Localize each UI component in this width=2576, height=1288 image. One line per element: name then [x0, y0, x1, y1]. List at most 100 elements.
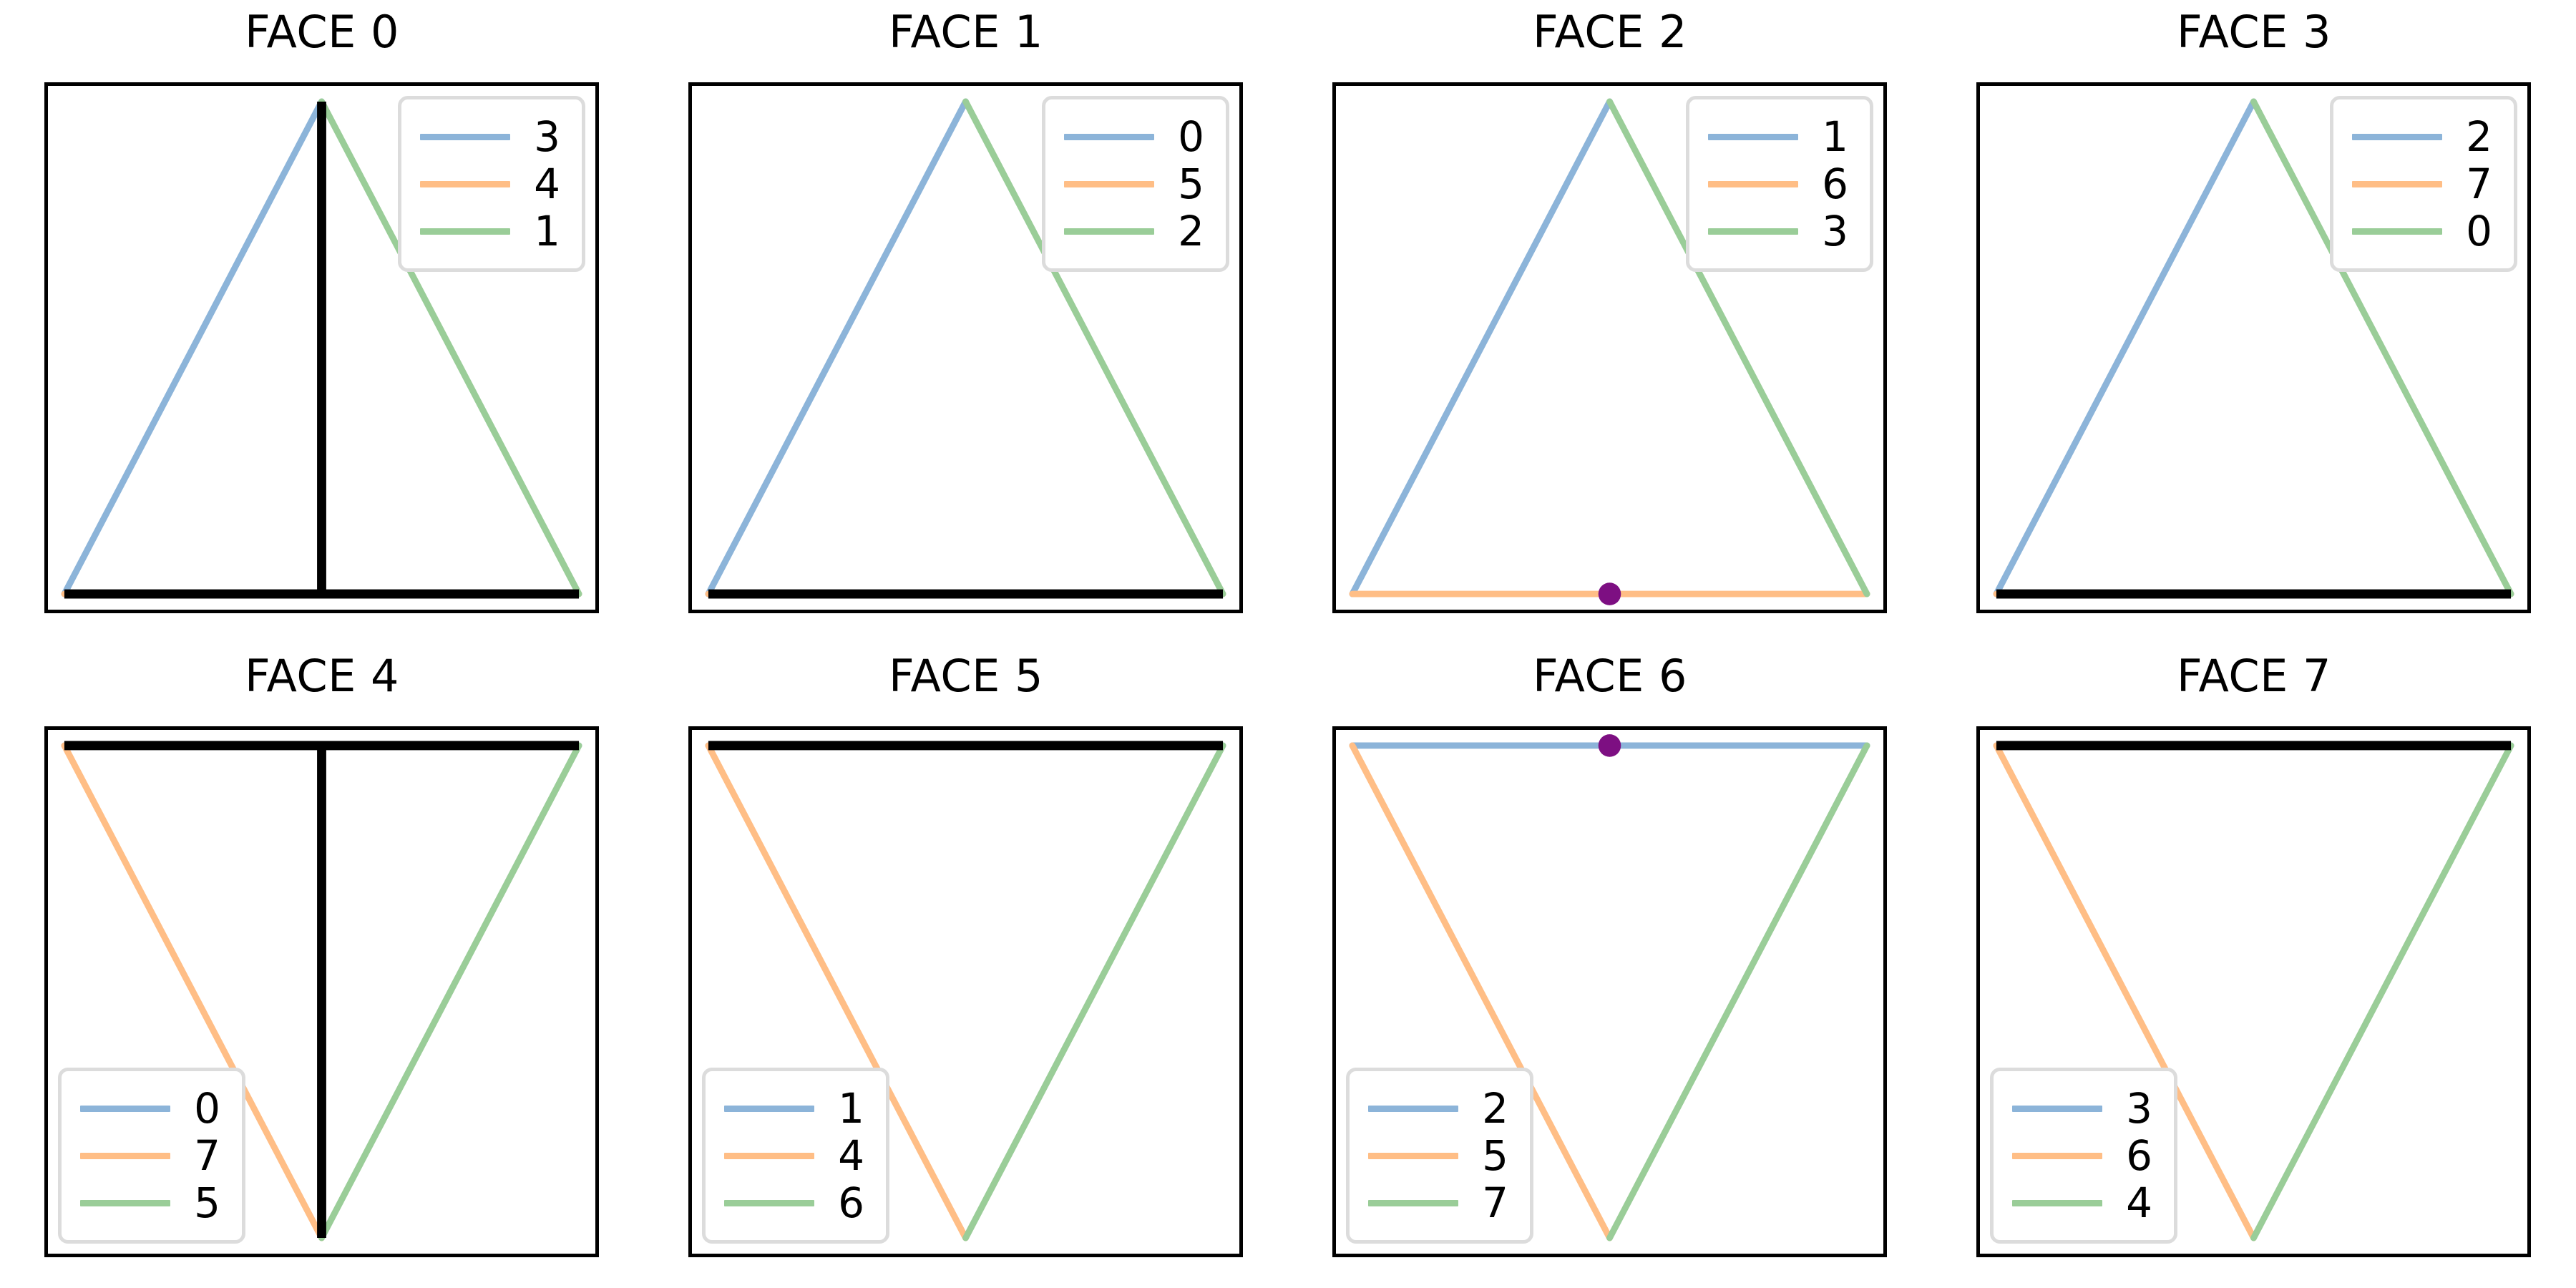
legend-entry[interactable]: 7: [1368, 1181, 1511, 1224]
legend-entry[interactable]: 4: [724, 1134, 867, 1177]
legend-entry[interactable]: 5: [1064, 162, 1207, 205]
panel-title-1: FACE 1: [889, 6, 1043, 58]
legend-entry-label: 5: [1178, 160, 1204, 208]
legend-entry[interactable]: 6: [1708, 162, 1851, 205]
legend-color-swatch-icon: [420, 133, 510, 140]
legend-entry-label: 2: [1482, 1084, 1508, 1133]
panel-title-3: FACE 3: [2177, 6, 2331, 58]
legend-entry-label: 4: [534, 160, 560, 208]
panel-title-0: FACE 0: [245, 6, 399, 58]
triangle-plot-5: [705, 741, 1226, 1241]
legend-entry[interactable]: 6: [2012, 1134, 2155, 1177]
legend-color-swatch-icon: [2012, 1152, 2102, 1159]
legend-entry[interactable]: 2: [2352, 115, 2495, 158]
triangle-plot-4: [61, 741, 582, 1241]
triangle-plot-0: [61, 98, 582, 599]
legend-color-swatch-icon: [1708, 180, 1798, 187]
legend-color-swatch-icon: [1368, 1105, 1458, 1112]
legend-color-swatch-icon: [80, 1199, 170, 1206]
legend-entry[interactable]: 2: [1368, 1087, 1511, 1130]
legend-entry[interactable]: 7: [80, 1134, 223, 1177]
midpoint-marker-dot: [1598, 734, 1621, 757]
triangle-plot-1: [705, 98, 1226, 599]
legend-entry-label: 0: [2466, 207, 2492, 255]
legend-entry[interactable]: 0: [1064, 115, 1207, 158]
edge-line-3: [1606, 98, 1870, 597]
legend-color-swatch-icon: [1064, 133, 1154, 140]
legend-entry-label: 3: [1822, 207, 1848, 255]
legend-entry[interactable]: 5: [1368, 1134, 1511, 1177]
legend-color-swatch-icon: [2012, 1105, 2102, 1112]
panel-title-4: FACE 4: [245, 650, 399, 702]
legend-entry[interactable]: 6: [724, 1181, 867, 1224]
legend-color-swatch-icon: [1708, 133, 1798, 140]
legend-entry-label: 3: [534, 112, 560, 161]
edge-line-5: [318, 742, 582, 1241]
edge-line-1: [1349, 98, 1613, 597]
legend-color-swatch-icon: [2352, 133, 2442, 140]
panel-title-5: FACE 5: [889, 650, 1043, 702]
legend-entry-label: 0: [194, 1084, 220, 1133]
legend-color-swatch-icon: [80, 1152, 170, 1159]
triangle-plot-3: [1993, 98, 2514, 599]
edge-line-2: [962, 98, 1226, 597]
panel-title-7: FACE 7: [2177, 650, 2331, 702]
legend-entry[interactable]: 1: [724, 1087, 867, 1130]
legend-entry-label: 0: [1178, 112, 1204, 161]
legend-entry[interactable]: 7: [2352, 162, 2495, 205]
legend-entry-label: 6: [1822, 160, 1848, 208]
edge-line-4: [705, 742, 969, 1241]
panel-title-6: FACE 6: [1533, 650, 1687, 702]
legend-color-swatch-icon: [1368, 1152, 1458, 1159]
edge-line-2: [1993, 98, 2257, 597]
legend-entry[interactable]: 3: [420, 115, 563, 158]
legend-entry[interactable]: 1: [1708, 115, 1851, 158]
legend-entry[interactable]: 4: [2012, 1181, 2155, 1224]
legend-color-swatch-icon: [420, 180, 510, 187]
legend-color-swatch-icon: [724, 1105, 814, 1112]
triangle-plot-2: [1349, 98, 1870, 605]
legend-color-swatch-icon: [724, 1199, 814, 1206]
legend-color-swatch-icon: [80, 1105, 170, 1112]
legend-entry-label: 6: [2126, 1131, 2152, 1180]
legend-entry-label: 4: [2126, 1179, 2152, 1227]
legend-entry-label: 5: [1482, 1131, 1508, 1180]
legend-entry[interactable]: 5: [80, 1181, 223, 1224]
legend-entry[interactable]: 1: [420, 210, 563, 253]
legend-entry-label: 2: [2466, 112, 2492, 161]
legend-color-swatch-icon: [2012, 1199, 2102, 1206]
legend-color-swatch-icon: [2352, 180, 2442, 187]
edge-line-3: [61, 98, 325, 597]
triangle-plot-7: [1993, 741, 2514, 1241]
panel-title-2: FACE 2: [1533, 6, 1687, 58]
legend-entry[interactable]: 0: [2352, 210, 2495, 253]
legend-entry-label: 1: [534, 207, 560, 255]
legend-entry[interactable]: 4: [420, 162, 563, 205]
legend-entry[interactable]: 0: [80, 1087, 223, 1130]
edge-line-1: [318, 98, 582, 597]
legend-entry-label: 1: [1822, 112, 1848, 161]
legend-color-swatch-icon: [420, 228, 510, 235]
legend-entry-label: 6: [838, 1179, 864, 1227]
legend-entry-label: 7: [194, 1131, 220, 1180]
legend-entry[interactable]: 3: [1708, 210, 1851, 253]
legend-entry[interactable]: 2: [1064, 210, 1207, 253]
legend-entry[interactable]: 3: [2012, 1087, 2155, 1130]
edge-line-0: [2250, 98, 2514, 597]
